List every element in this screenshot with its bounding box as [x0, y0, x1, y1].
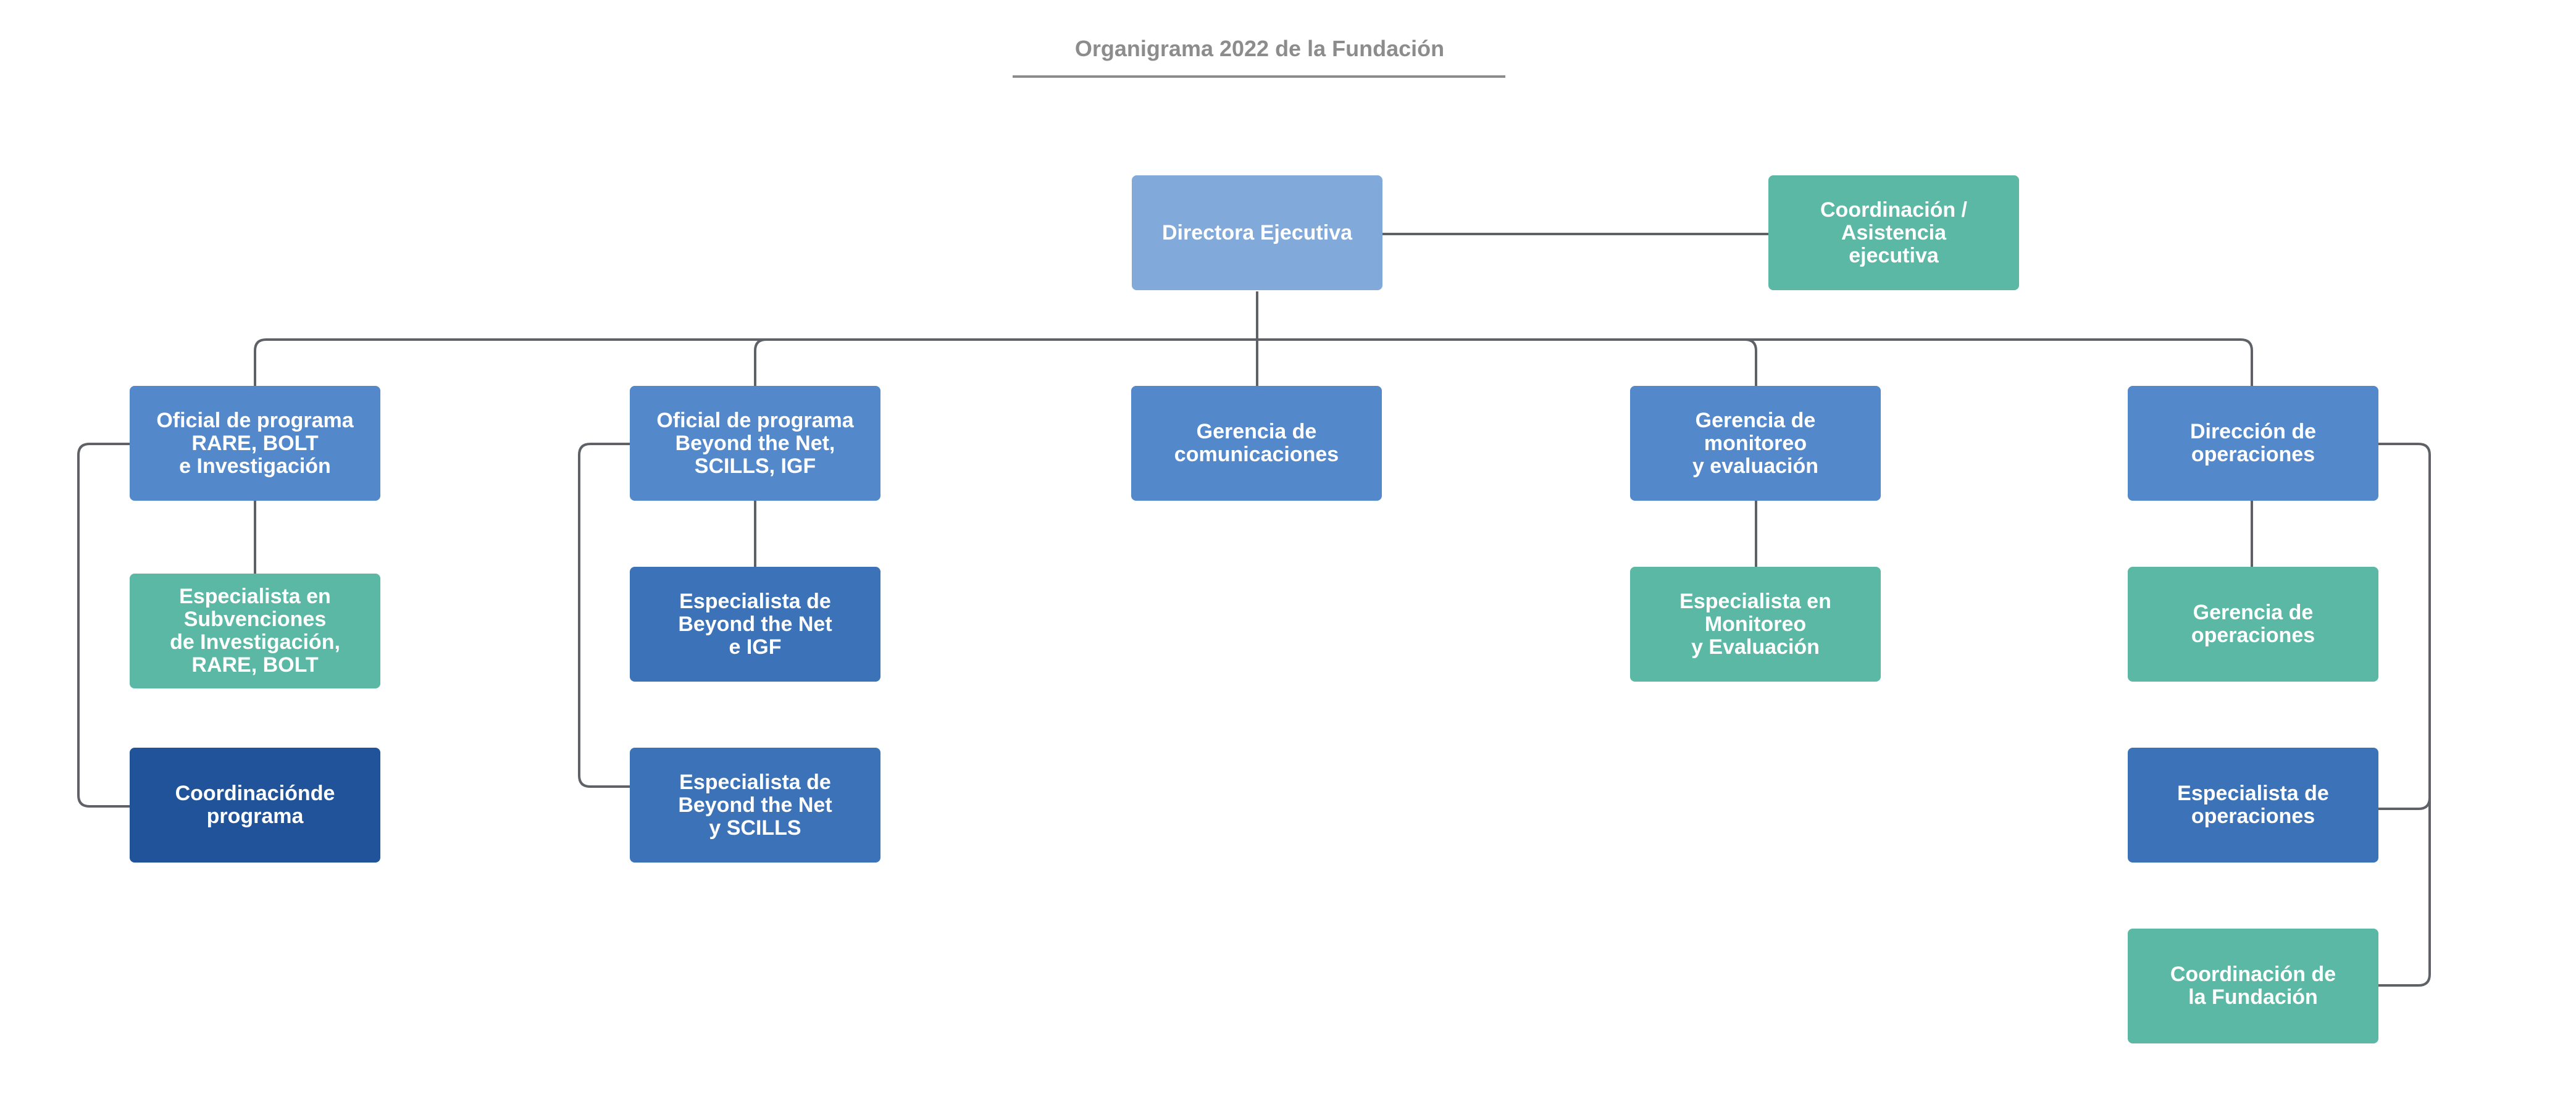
coordinacion-fundacion-box: Coordinación de la Fundación	[2128, 929, 2378, 1043]
connector-main-bus	[254, 338, 2253, 386]
gerencia-operaciones-box: Gerencia de operaciones	[2128, 567, 2378, 682]
especialista-beyond-scills-box: Especialista de Beyond the Net y SCILLS	[630, 748, 880, 863]
chart-title: Organigrama 2022 de la Fundación	[1074, 36, 1445, 61]
connector-oficial-beyond-to-scills	[578, 443, 630, 788]
especialista-monitoreo-box: Especialista en Monitoreo y Evaluación	[1630, 567, 1881, 682]
connector-oficial-rare-to-coordinacion	[77, 443, 130, 808]
direccion-operaciones-box: Dirección de operaciones	[2128, 386, 2378, 501]
connector-to-monitoreo	[1744, 338, 1757, 386]
especialista-beyond-igf-box: Especialista de Beyond the Net e IGF	[630, 567, 880, 682]
oficial-programa-rare-box: Oficial de programa RARE, BOLT e Investi…	[130, 386, 380, 501]
coordinacion-asistencia-box: Coordinación / Asistencia ejecutiva	[1768, 175, 2019, 290]
coordinacion-programa-box: Coordinaciónde programa	[130, 748, 380, 863]
especialista-subvenciones-box: Especialista en Subvenciones de Investig…	[130, 574, 380, 688]
connector-to-especialista-ops	[2377, 797, 2431, 810]
title-underline	[1013, 75, 1505, 78]
gerencia-comunicaciones-box: Gerencia de comunicaciones	[1131, 386, 1382, 501]
connector-to-oficial-beyond	[754, 338, 767, 386]
connector-direccion-to-right-spine	[2377, 443, 2431, 987]
oficial-programa-beyond-box: Oficial de programa Beyond the Net, SCIL…	[630, 386, 880, 501]
especialista-operaciones-box: Especialista de operaciones	[2128, 748, 2378, 863]
gerencia-monitoreo-box: Gerencia de monitoreo y evaluación	[1630, 386, 1881, 501]
directora-ejecutiva-box: Directora Ejecutiva	[1132, 175, 1382, 290]
